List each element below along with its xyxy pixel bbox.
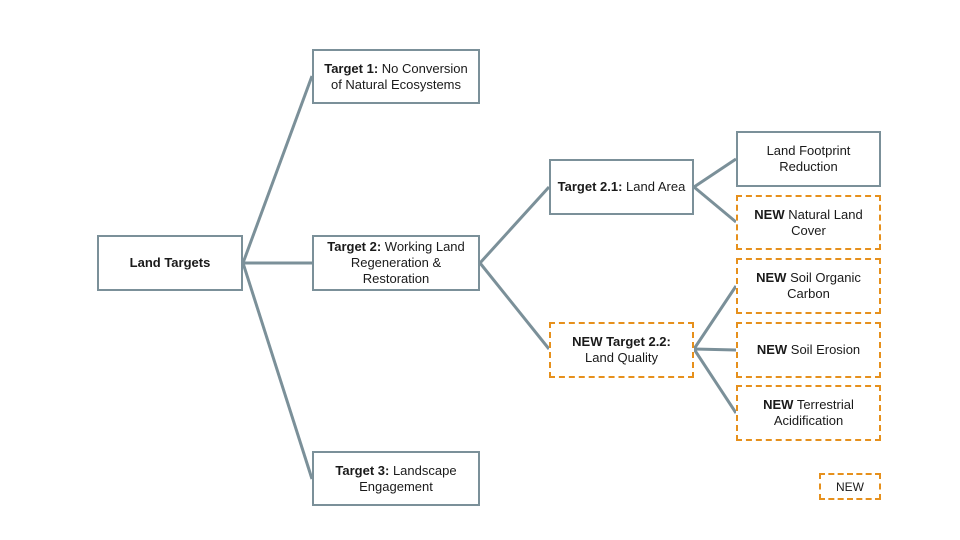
node-label-bold: NEW	[754, 206, 785, 222]
node-label: Land Quality	[585, 350, 658, 365]
connector-t21-footprint	[693, 157, 737, 189]
node-label: No Conversion of Natural Ecosystems	[330, 60, 468, 92]
legend-new: NEW	[819, 473, 881, 500]
node-label-bold: Target 2.1:	[557, 179, 623, 194]
node-land-footprint-reduction: Land Footprint Reduction	[736, 131, 881, 187]
node-label-bold: NEW	[756, 342, 788, 357]
node-label: Soil Erosion	[787, 342, 861, 357]
node-land-targets: Land Targets	[97, 235, 243, 291]
node-label: Natural Land Cover	[784, 206, 863, 238]
node-target-2-2: NEW Target 2.2: Land Quality	[549, 322, 694, 378]
connector-root-t3	[241, 262, 314, 480]
connector-t2-t22	[478, 262, 551, 350]
node-label-bold: NEW	[756, 270, 787, 285]
node-label: Land Area	[622, 179, 686, 194]
connector-t21-natural-cover	[693, 185, 737, 224]
legend-new-label: NEW	[836, 479, 864, 494]
node-label: Landscape Engagement	[359, 462, 457, 494]
node-target-2-1: Target 2.1: Land Area	[549, 159, 694, 215]
node-label-bold: NEW Target 2.2:	[572, 334, 671, 349]
node-natural-land-cover: NEW Natural Land Cover	[736, 195, 881, 250]
connector-t22-soil-carbon	[692, 285, 738, 350]
node-label: Land Footprint Reduction	[766, 143, 851, 174]
node-label-bold: Target 3:	[335, 462, 390, 478]
node-label: Working Land Regeneration & Restoration	[350, 239, 465, 286]
node-terrestrial-acidification: NEW Terrestrial Acidification	[736, 385, 881, 441]
node-label: Soil Organic Carbon	[786, 270, 861, 301]
connector-t2-t21	[478, 185, 551, 265]
node-label-bold: Land Targets	[129, 255, 211, 270]
connector-t22-acidification	[692, 348, 738, 414]
node-label: Terrestrial Acidification	[773, 397, 854, 428]
node-target-1: Target 1: No Conversion of Natural Ecosy…	[312, 49, 480, 104]
node-label-bold: Target 1:	[324, 60, 379, 76]
node-target-3: Target 3: Landscape Engagement	[312, 451, 480, 506]
node-target-2: Target 2: Working Land Regeneration & Re…	[312, 235, 480, 291]
node-label-bold: NEW	[763, 397, 794, 412]
connector-t22-soil-erosion	[693, 347, 737, 352]
node-soil-erosion: NEW Soil Erosion	[736, 322, 881, 378]
node-soil-organic-carbon: NEW Soil Organic Carbon	[736, 258, 881, 314]
connector-root-t1	[241, 75, 314, 264]
node-label-bold: Target 2:	[327, 239, 382, 254]
